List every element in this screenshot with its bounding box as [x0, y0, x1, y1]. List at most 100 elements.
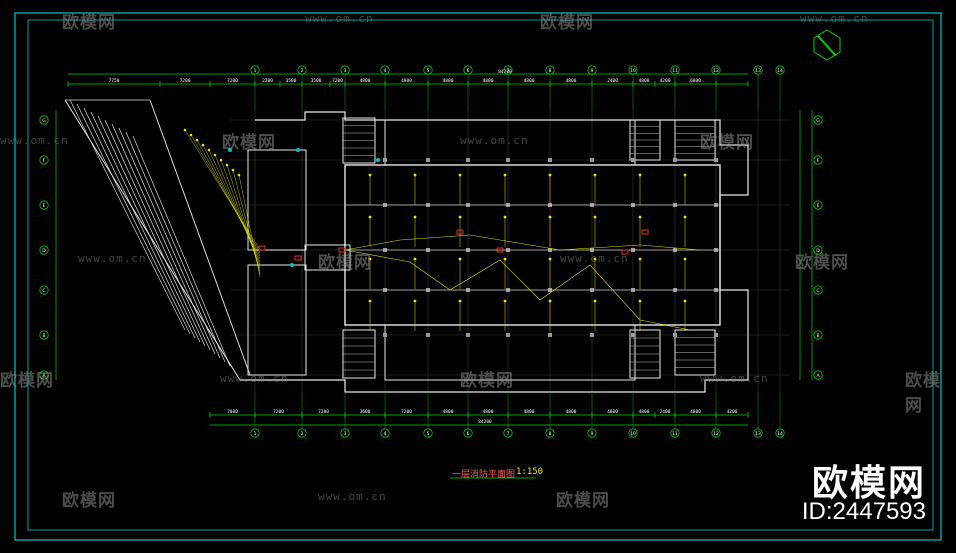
axis-letter: B: [42, 333, 45, 339]
smoke-detector-icon: [503, 257, 507, 261]
drawing-title: 一层消防平面图: [452, 470, 516, 480]
column: [383, 333, 387, 337]
watermark-url: www.om.cn: [78, 252, 147, 265]
column: [631, 158, 635, 162]
dim-label: 4800: [443, 78, 454, 84]
sprinkler-icon: [290, 263, 294, 267]
dim-label: 7200: [318, 409, 329, 415]
wire: [196, 139, 261, 257]
ramp-line: [76, 103, 191, 335]
alarm-device-icon: [641, 229, 649, 235]
ramp-edge: [64, 99, 241, 381]
main-hall: [344, 164, 721, 326]
axis-bubble: [813, 330, 823, 340]
axis-number: 12: [713, 431, 719, 437]
sprinkler-icon: [296, 148, 300, 152]
dim-label: 4200: [660, 78, 671, 84]
smoke-detector-icon: [548, 257, 552, 261]
axis-bubble: [813, 155, 823, 165]
wire: [232, 169, 261, 275]
axis-number: 2: [301, 431, 304, 437]
inner-frame: [27, 19, 934, 531]
watermark-url: www.om.cn: [700, 372, 769, 385]
axis-number: 4: [384, 68, 387, 74]
smoke-detector-icon: [593, 257, 597, 261]
dim-total: 84200: [478, 419, 492, 425]
dim-label: 4800: [483, 78, 494, 84]
wire: [190, 134, 261, 254]
dim-label: 4800: [639, 78, 650, 84]
dim-label: 2400: [607, 78, 618, 84]
column: [383, 158, 387, 162]
watermark-logo: 欧模网: [62, 491, 116, 511]
watermark-url: www.om.cn: [0, 134, 69, 147]
ramp-line: [118, 127, 221, 359]
smoke-detector-icon: [638, 299, 642, 303]
axis-number: 14: [777, 68, 783, 74]
axis-bubble: [39, 330, 49, 340]
smoke-detector-icon: [458, 215, 462, 219]
ramp-line: [90, 111, 201, 343]
axis-letter: A: [816, 373, 820, 379]
axis-letter: C: [816, 288, 819, 294]
smoke-detector-icon: [503, 173, 507, 177]
ramp-line: [97, 115, 206, 347]
wire: [238, 174, 261, 278]
smoke-detector-icon: [237, 173, 241, 177]
axis-letter: A: [42, 373, 46, 379]
dim-label: 7200: [227, 78, 238, 84]
column: [426, 158, 430, 162]
axis-bubble: [39, 245, 49, 255]
building-outline: [240, 111, 749, 393]
smoke-detector-icon: [189, 133, 193, 137]
wire: [202, 144, 261, 260]
column: [548, 158, 552, 162]
watermark-logo: 欧模网: [795, 253, 849, 273]
axis-bubble: [813, 200, 823, 210]
axis-number: 7: [507, 431, 510, 437]
dim-label: 4800: [443, 409, 454, 415]
dim-label: 4800: [566, 78, 577, 84]
axis-bubble: [39, 285, 49, 295]
dim-total: 84200: [498, 69, 512, 75]
dim-label: 7750: [109, 78, 120, 84]
axis-number: 9: [591, 68, 594, 74]
watermark-url: www.om.cn: [220, 372, 289, 385]
smoke-detector-icon: [638, 215, 642, 219]
column: [548, 333, 552, 337]
smoke-detector-icon: [683, 257, 687, 261]
alarm-device-icon: [258, 245, 266, 251]
fire-alarm-wiring: [183, 128, 701, 479]
smoke-detector-icon: [231, 168, 235, 172]
watermark-logo: 欧模网: [700, 133, 754, 153]
column: [714, 158, 718, 162]
alarm-device-icon: [338, 247, 346, 253]
smoke-detector-icon: [213, 153, 217, 157]
brand-id: ID:2447593: [801, 498, 926, 525]
smoke-detector-icon: [368, 299, 372, 303]
smoke-detector-icon: [548, 299, 552, 303]
axis-letter: D: [42, 248, 46, 254]
dim-label: 4800: [690, 409, 701, 415]
smoke-detector-icon: [503, 299, 507, 303]
watermark-url: www.om.cn: [305, 12, 374, 25]
axis-number: 9: [591, 431, 594, 437]
axis-number: 8: [549, 431, 552, 437]
axis-bubble: [39, 370, 49, 380]
dim-label: 7200: [332, 78, 343, 84]
axis-number: 5: [427, 68, 430, 74]
axis-letter: D: [816, 248, 820, 254]
floor-plan: [64, 99, 790, 393]
smoke-detector-icon: [458, 257, 462, 261]
smoke-detector-icon: [458, 173, 462, 177]
axis-letter: B: [816, 333, 819, 339]
dim-label: 4800: [401, 78, 412, 84]
watermark-logo: 欧模网: [556, 491, 610, 511]
ramp-line: [69, 99, 186, 331]
alarm-device-icon: [496, 247, 504, 253]
smoke-detector-icon: [638, 257, 642, 261]
wire: [184, 129, 261, 251]
axis-number: 2: [301, 68, 304, 74]
dim-label: 4800: [524, 78, 535, 84]
